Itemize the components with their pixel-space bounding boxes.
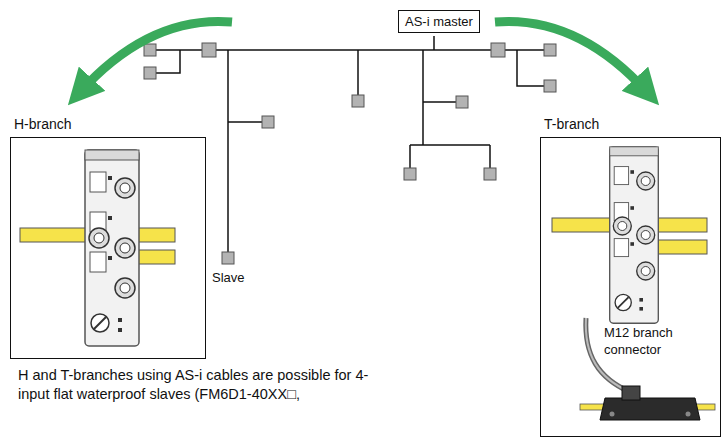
branch-panel: T-branch: [540, 137, 721, 437]
slave-label: Slave: [212, 270, 245, 287]
note-text: H and T-branches using AS-i cables are p…: [18, 366, 390, 404]
branch-heading: T-branch: [544, 116, 599, 132]
connector-label: M12 branch connector: [604, 325, 684, 359]
master-box: AS-i master: [398, 10, 480, 33]
branch-heading: H-branch: [14, 116, 72, 132]
branch-panel: H-branch: [10, 137, 206, 359]
node-label: AS-i master: [405, 14, 473, 29]
